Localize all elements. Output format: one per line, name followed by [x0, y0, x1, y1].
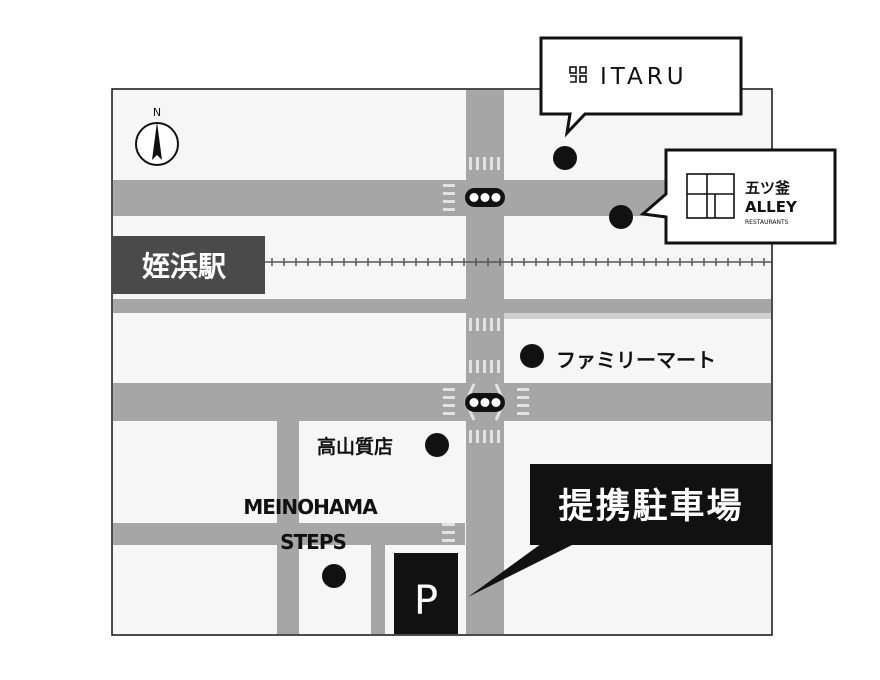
alley-callout: 五ツ釜 ALLEY RESTAURANTS [639, 148, 837, 245]
itaru-logo-icon [569, 66, 587, 83]
familymart-marker [520, 344, 544, 368]
road-left-vertical [277, 421, 299, 634]
roads [113, 90, 771, 634]
alley-label-jp: 五ツ釜 [745, 179, 791, 197]
road-main-horizontal [113, 383, 771, 421]
itaru-callout: ITARU [539, 36, 743, 138]
compass-north-label: N [153, 106, 161, 119]
road-mid-vertical [371, 545, 385, 634]
parking-symbol: P [414, 578, 438, 624]
meinohama-marker [322, 564, 346, 588]
takayama-marker [425, 433, 449, 457]
road-railway-south [113, 299, 771, 313]
takayama-label: 高山質店 [317, 435, 393, 458]
parking-callout-box [530, 464, 772, 545]
traffic-light-icon [465, 393, 505, 412]
itaru-label: ITARU [600, 64, 688, 90]
crosswalks [442, 157, 529, 542]
station-label: 姪浜駅 [142, 250, 226, 283]
parking-callout-label: 提携駐車場 [558, 487, 743, 527]
parking-lot [394, 553, 458, 634]
compass-icon: N [135, 106, 179, 166]
alley-marker [609, 205, 633, 229]
alley-sub-label: RESTAURANTS [745, 219, 789, 226]
itaru-marker [553, 146, 577, 170]
railway [265, 258, 771, 266]
alley-label-en: ALLEY [745, 198, 798, 216]
meinohama-label-line2: STEPS [280, 530, 346, 554]
parking-callout-pointer [468, 541, 580, 597]
traffic-light-icon [465, 188, 505, 207]
meinohama-label-line1: MEINOHAMA [243, 495, 378, 519]
familymart-label: ファミリーマート [556, 348, 716, 372]
station-box [113, 236, 265, 294]
alley-logo-icon [686, 173, 735, 219]
road-block-strip [504, 313, 771, 319]
